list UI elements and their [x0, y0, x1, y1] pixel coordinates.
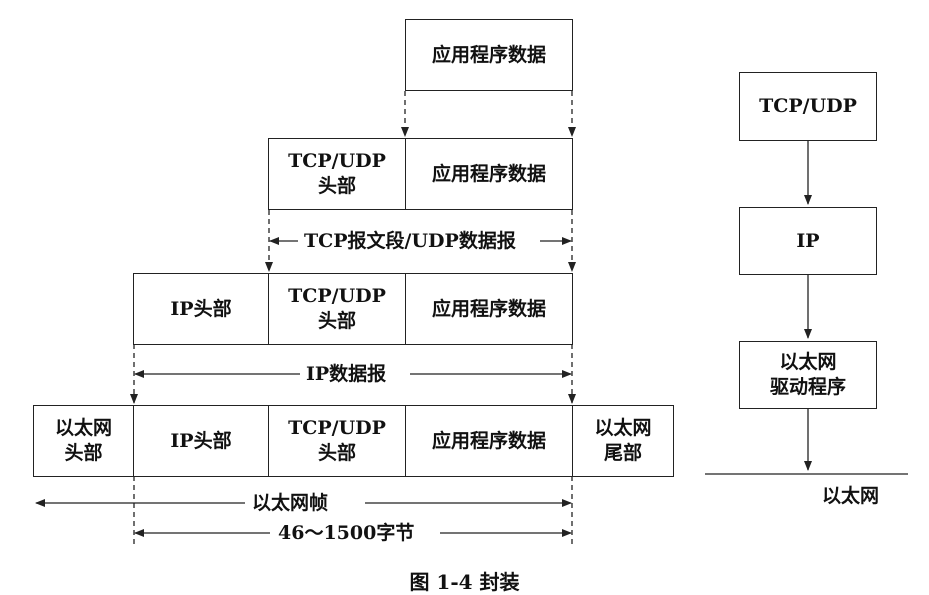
r4-eth-header: 以太网 头部: [33, 405, 134, 477]
stack-network-label: 以太网: [822, 485, 880, 507]
r4-ip-header: IP头部: [133, 405, 269, 477]
r4-eth-trailer: 以太网 尾部: [572, 405, 674, 477]
r1-app-data: 应用程序数据: [405, 19, 573, 91]
r2-app-data: 应用程序数据: [405, 138, 573, 210]
stack-ip: IP: [739, 207, 877, 275]
r3-span-label: IP数据报: [300, 363, 393, 385]
encapsulation-diagram: [35, 91, 908, 548]
r4-payload-label: 46～1500字节: [272, 522, 421, 544]
r2-span-label: TCP报文段/UDP数据报: [298, 230, 522, 252]
r2-tcpudp-header: TCP/UDP 头部: [268, 138, 406, 210]
r3-tcpudp-header: TCP/UDP 头部: [268, 273, 406, 345]
r4-app-data: 应用程序数据: [405, 405, 573, 477]
stack-driver: 以太网 驱动程序: [739, 341, 877, 409]
r3-ip-header: IP头部: [133, 273, 269, 345]
stack-tcpudp: TCP/UDP: [739, 72, 877, 141]
r3-app-data: 应用程序数据: [405, 273, 573, 345]
r4-frame-label: 以太网帧: [246, 492, 335, 514]
r4-tcpudp-header: TCP/UDP 头部: [268, 405, 406, 477]
